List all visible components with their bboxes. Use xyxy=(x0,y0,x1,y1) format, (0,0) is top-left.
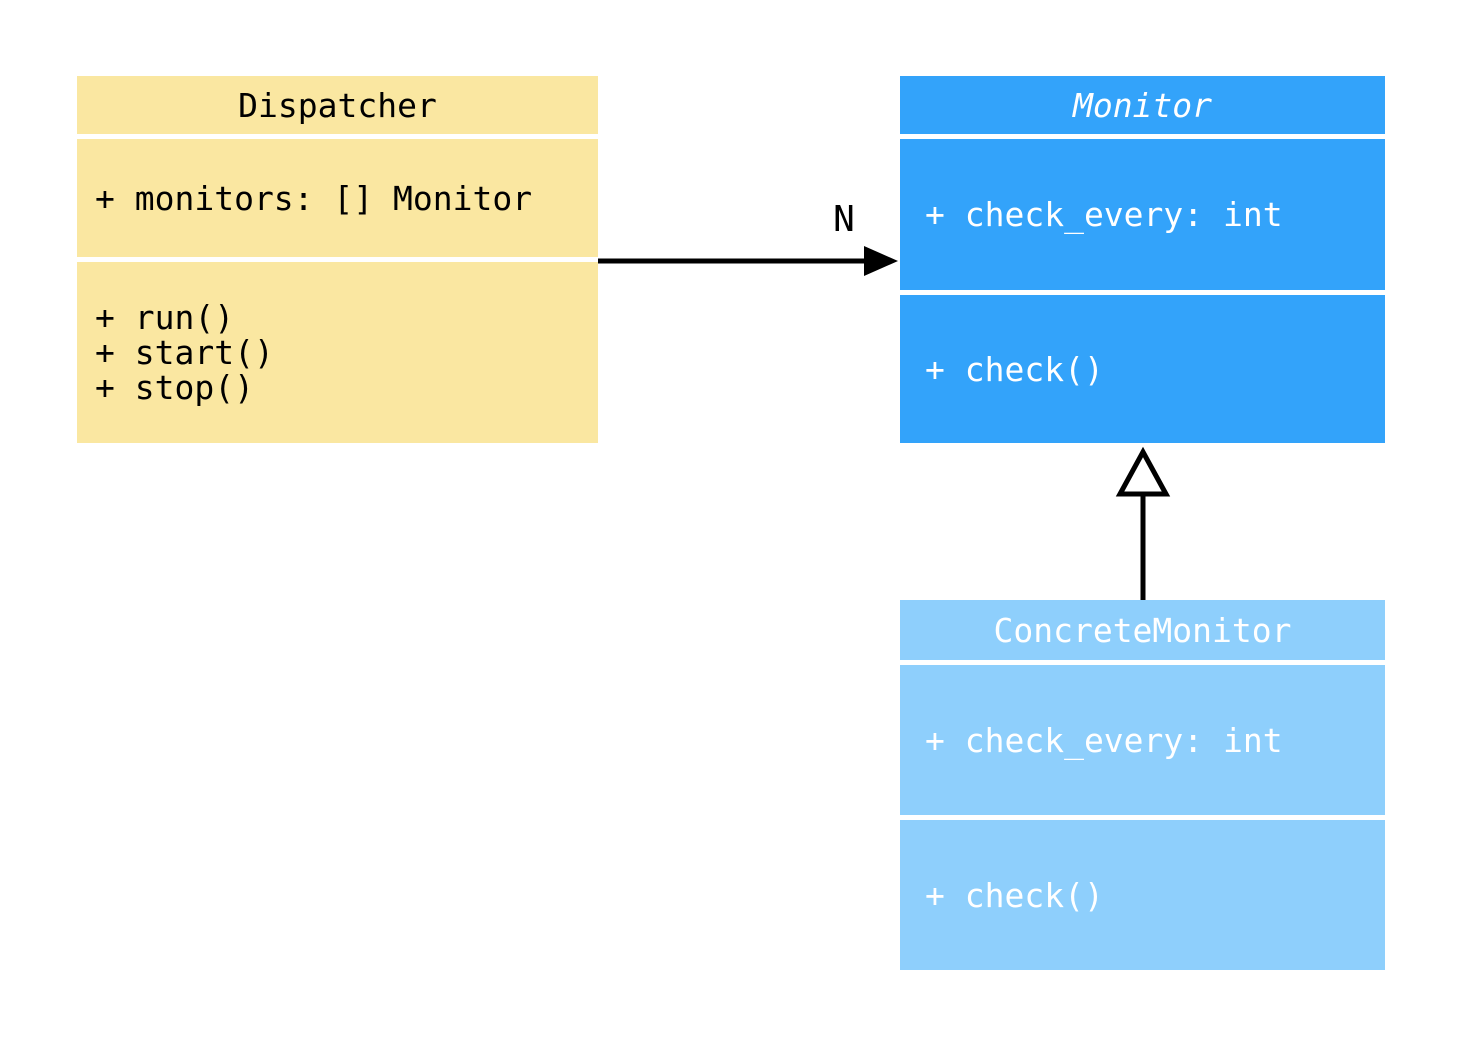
concrete-monitor-methods-section: + check() xyxy=(900,820,1385,970)
method-row: + check() xyxy=(925,349,1104,389)
class-name-label: Dispatcher xyxy=(238,85,437,125)
method-row: + stop() xyxy=(95,368,254,407)
association-arrowhead-icon xyxy=(864,246,898,276)
class-title-concrete-monitor: ConcreteMonitor xyxy=(900,600,1385,660)
attribute-row: + check_every: int xyxy=(925,720,1283,760)
monitor-methods-section: + check() xyxy=(900,295,1385,443)
monitor-attributes-section: + check_every: int xyxy=(900,139,1385,290)
class-box-dispatcher: Dispatcher + monitors: [] Monitor + run(… xyxy=(77,76,598,443)
class-title-monitor: Monitor xyxy=(900,76,1385,134)
class-title-dispatcher: Dispatcher xyxy=(77,76,598,134)
concrete-monitor-attributes-section: + check_every: int xyxy=(900,665,1385,815)
method-row: + start() xyxy=(95,333,274,372)
class-box-concrete-monitor: ConcreteMonitor + check_every: int + che… xyxy=(900,600,1385,970)
class-name-label: Monitor xyxy=(1072,85,1213,125)
dispatcher-attributes-section: + monitors: [] Monitor xyxy=(77,139,598,257)
method-row: + check() xyxy=(925,875,1104,915)
attribute-row: + check_every: int xyxy=(925,195,1283,234)
method-row: + run() xyxy=(95,298,235,337)
class-box-monitor: Monitor + check_every: int + check() xyxy=(900,76,1385,443)
class-name-label: ConcreteMonitor xyxy=(993,610,1292,650)
multiplicity-label: N xyxy=(833,199,855,240)
inheritance-triangle-icon xyxy=(1115,446,1171,497)
attribute-row: + monitors: [] Monitor xyxy=(95,178,533,218)
dispatcher-methods-section: + run() + start() + stop() xyxy=(77,262,598,443)
